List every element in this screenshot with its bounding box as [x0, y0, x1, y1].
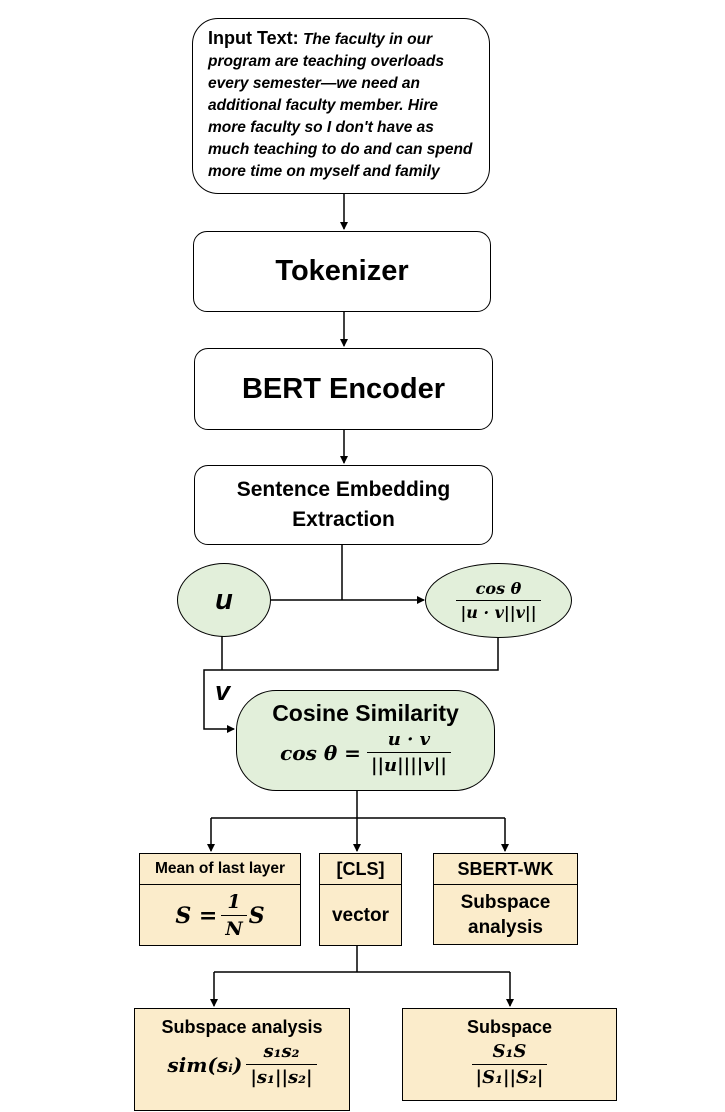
cos-node-denominator: |u · v||v|| — [456, 600, 541, 622]
subspace-analysis-title: Subspace analysis — [161, 1017, 323, 1037]
bert-encoder-box: BERT Encoder — [194, 348, 493, 430]
cosine-numerator: u · v — [387, 729, 431, 750]
u-label: u — [215, 583, 233, 616]
v-label: v — [215, 676, 231, 706]
sbert-line-1: Subspace — [460, 892, 551, 913]
cls-header: [CLS] — [320, 854, 401, 885]
u-node: u — [177, 563, 271, 637]
sbert-wk-box: SBERT-WK Subspace analysis — [433, 853, 578, 945]
mean-header: Mean of last layer — [140, 854, 300, 885]
cosine-denominator: ||u||||v|| — [366, 752, 451, 776]
subspace-denominator: |S₁||S₂| — [471, 1064, 548, 1088]
cosine-similarity-box: Cosine Similarity cos θ = u · v ||u||||v… — [236, 690, 495, 791]
subspace-analysis-numerator: s₁s₂ — [263, 1041, 300, 1062]
mean-last-layer-box: Mean of last layer S = 1 N S — [139, 853, 301, 946]
input-text-box: Input Text: The faculty in our program a… — [192, 18, 490, 194]
cls-body: vector — [331, 904, 390, 926]
mean-lhs: S = — [175, 902, 218, 929]
subspace-analysis-lhs: sim(sᵢ) — [167, 1052, 243, 1077]
input-text: The faculty in our program are teaching … — [208, 31, 473, 180]
input-label: Input Text: — [208, 28, 299, 48]
subspace-analysis-denominator: |s₁||s₂| — [246, 1064, 317, 1088]
subspace-analysis-box: Subspace analysis sim(sᵢ) s₁s₂ |s₁||s₂| — [134, 1008, 350, 1111]
tokenizer-box: Tokenizer — [193, 231, 491, 312]
subspace-title: Subspace — [466, 1017, 553, 1037]
tokenizer-label: Tokenizer — [275, 255, 409, 287]
mean-rhs: S — [248, 902, 265, 929]
sbert-header: SBERT-WK — [434, 854, 577, 885]
mean-denominator: N — [221, 915, 247, 940]
subspace-numerator: S₁S — [492, 1041, 527, 1062]
arrow-v-to-cosine — [203, 669, 235, 733]
sentence-embedding-box: Sentence Embedding Extraction — [194, 465, 493, 545]
mean-numerator: 1 — [227, 891, 241, 913]
cos-node-numerator: cos θ — [475, 579, 522, 598]
bert-encoder-label: BERT Encoder — [241, 372, 446, 405]
cosine-lhs: cos θ = — [280, 740, 361, 765]
cosine-title: Cosine Similarity — [272, 700, 459, 726]
subspace-box: Subspace S₁S |S₁||S₂| — [402, 1008, 617, 1101]
cls-vector-box: [CLS] vector — [319, 853, 402, 946]
cos-theta-node: cos θ |u · v||v|| — [425, 563, 572, 638]
extraction-line-1: Sentence Embedding — [236, 478, 451, 501]
sbert-line-2: analysis — [468, 917, 543, 938]
line-cos-down — [222, 638, 499, 671]
extraction-line-2: Extraction — [292, 508, 395, 531]
